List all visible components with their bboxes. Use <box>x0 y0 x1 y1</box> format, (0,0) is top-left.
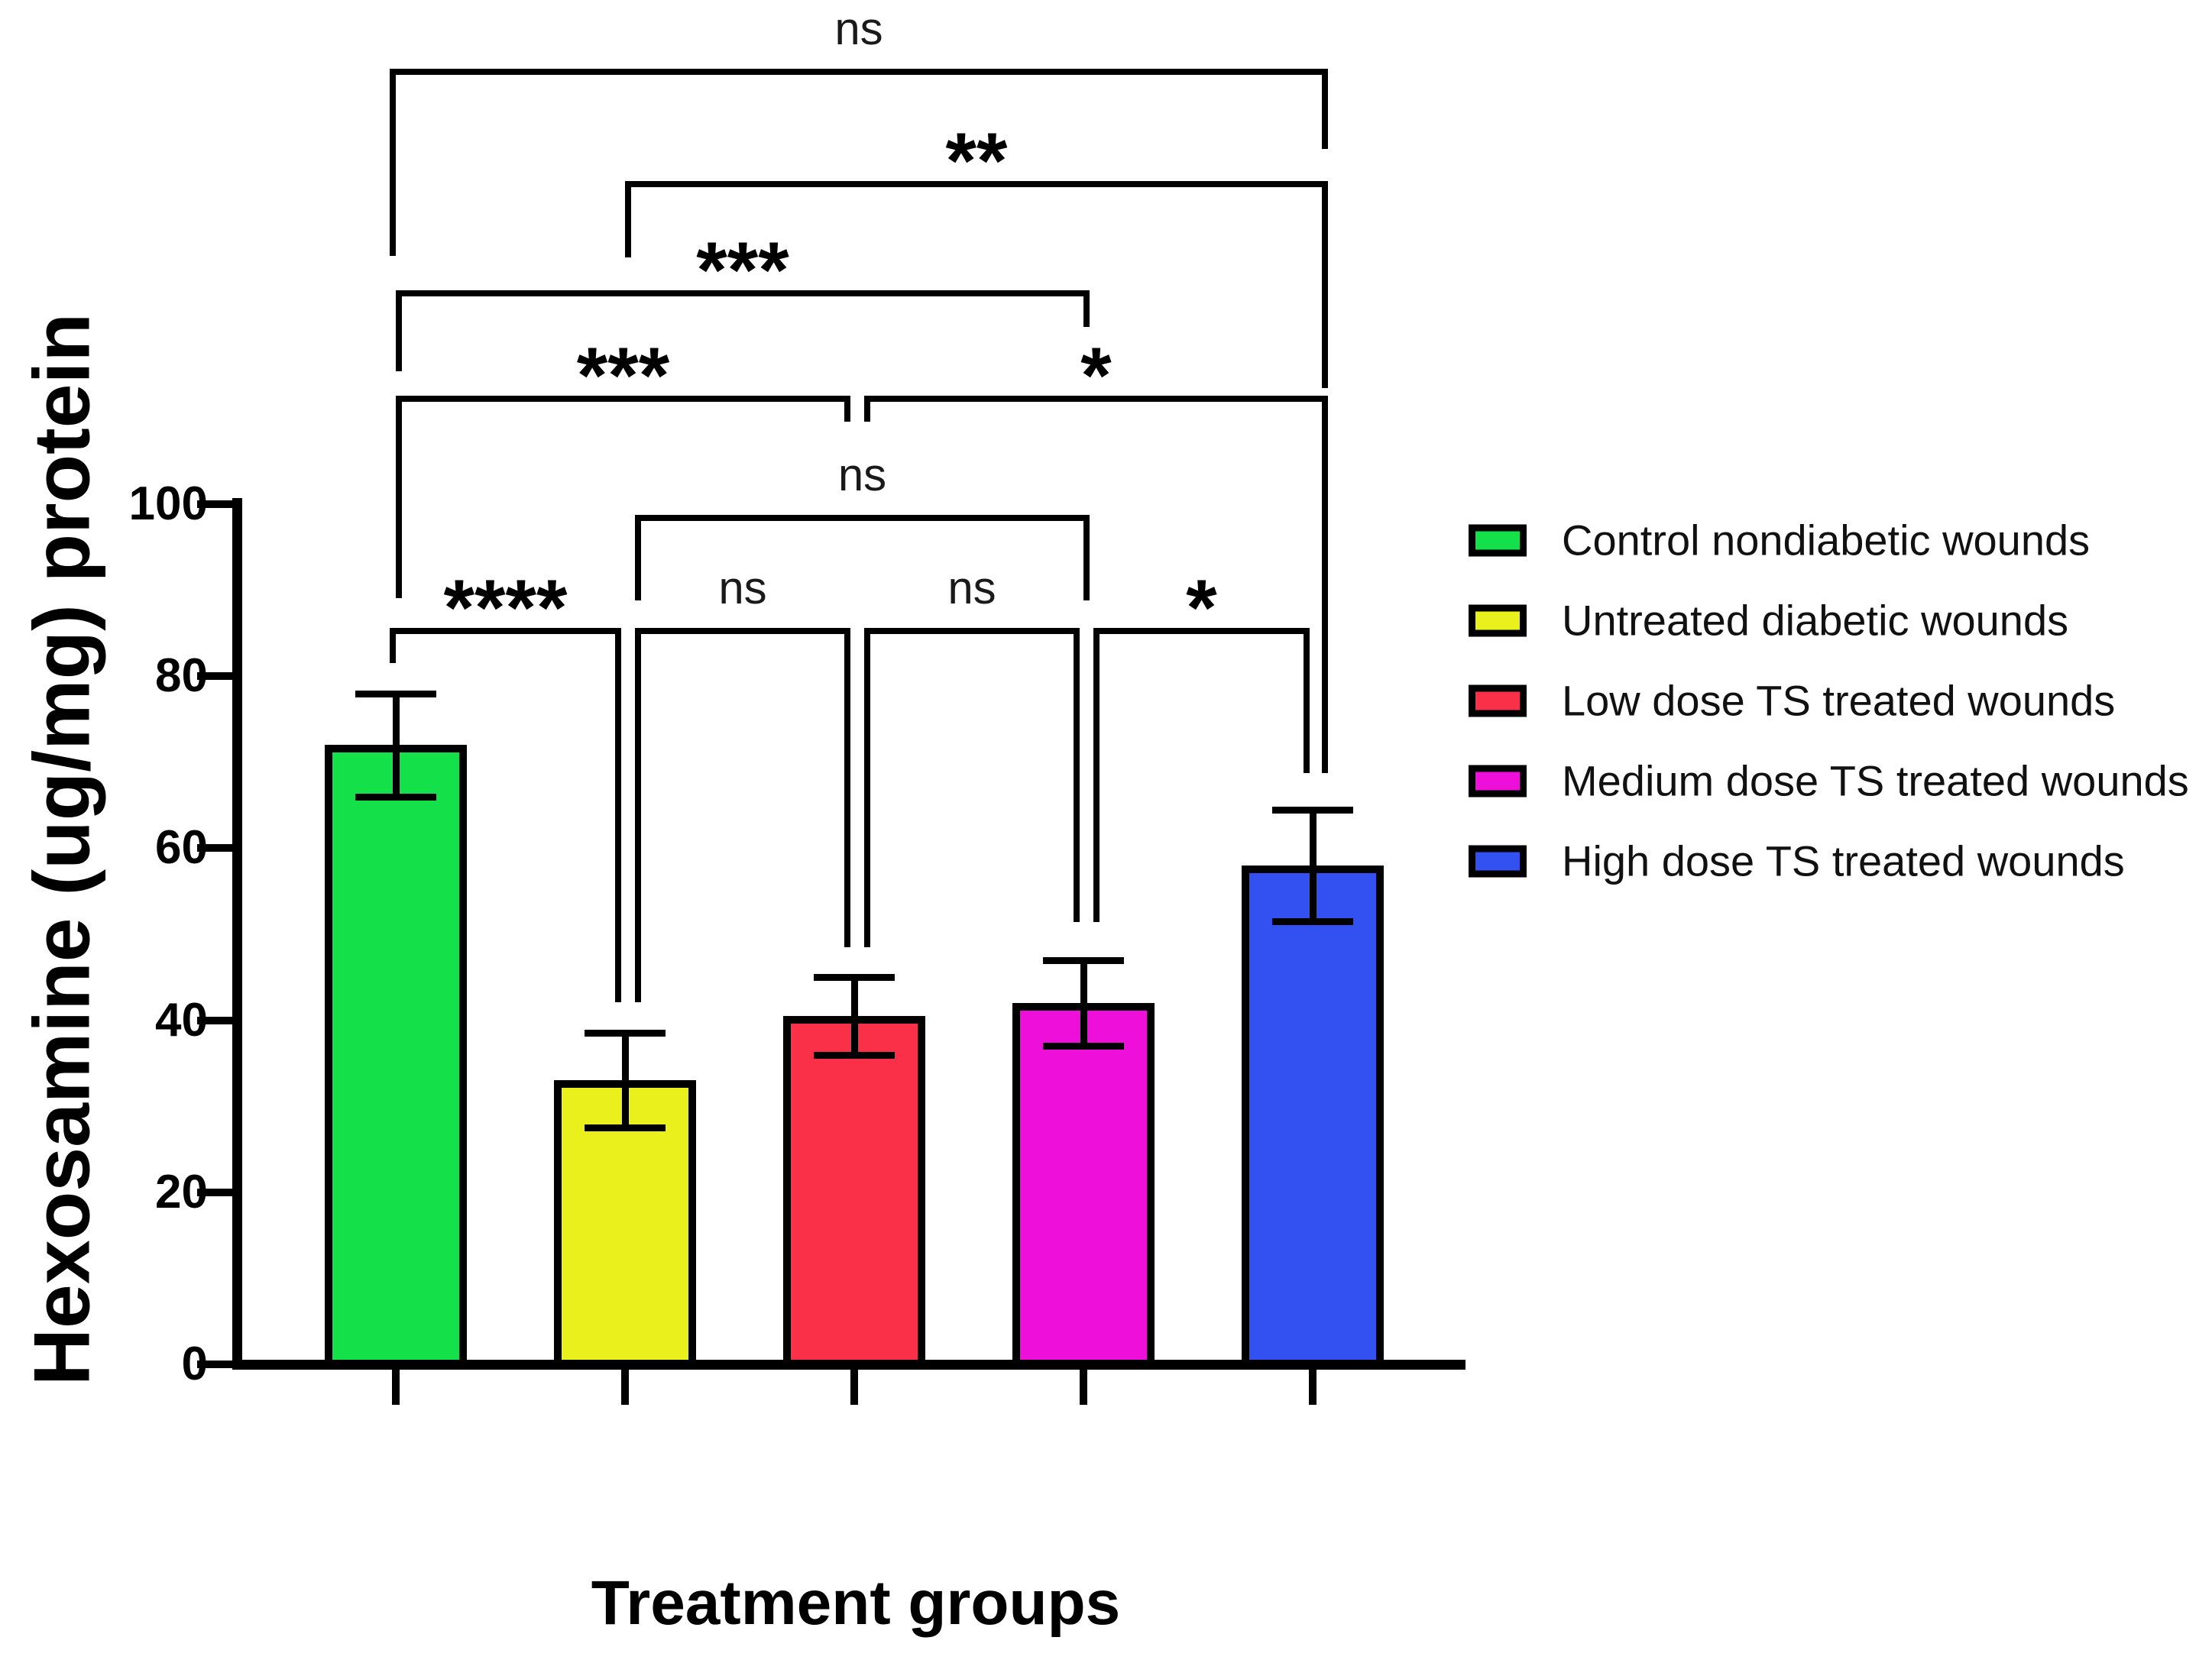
error-bar-cap-top-low-dose-ts-treated-wounds <box>814 974 895 981</box>
y-axis-title: Hexosamine (ug/mg) protein <box>18 312 107 1386</box>
sig-bracket-g1-g2-left-drop <box>390 628 396 663</box>
error-bar-line-medium-dose-ts-treated-wounds <box>1080 960 1087 1046</box>
y-tick-label-80: 80 <box>155 649 208 702</box>
y-tick-label-100: 100 <box>128 477 208 530</box>
y-axis-line <box>232 498 242 1369</box>
error-bar-cap-top-control-nondiabetic-wounds <box>355 691 436 697</box>
bar-medium-dose-ts-treated-wounds <box>1012 1003 1155 1369</box>
y-tick-label-60: 60 <box>155 821 208 874</box>
sig-bracket-g3-g4-left-drop <box>864 628 870 947</box>
sig-bracket-g1-g4-bar <box>396 290 1090 296</box>
sig-bracket-g3-g5-left-drop <box>864 396 870 422</box>
y-tick-100 <box>196 500 232 508</box>
sig-bracket-g3-g4-bar <box>864 628 1080 634</box>
legend-swatch-high-dose-ts-treated-wounds-icon <box>1469 845 1527 877</box>
legend-swatch-low-dose-ts-treated-wounds-icon <box>1469 684 1527 717</box>
sig-bracket-g3-g5-bar <box>864 396 1328 402</box>
error-bar-line-control-nondiabetic-wounds <box>392 694 400 797</box>
error-bar-cap-bottom-low-dose-ts-treated-wounds <box>814 1052 895 1059</box>
error-bar-cap-bottom-medium-dose-ts-treated-wounds <box>1043 1043 1124 1050</box>
sig-bracket-g4-g5-left-drop <box>1093 628 1100 922</box>
y-tick-40 <box>196 1017 232 1024</box>
sig-bracket-g2-g5-left-drop <box>625 181 631 257</box>
legend-swatch-medium-dose-ts-treated-wounds-icon <box>1469 765 1527 797</box>
x-tick-low-dose-ts-treated-wounds <box>850 1370 858 1405</box>
error-bar-line-low-dose-ts-treated-wounds <box>850 977 858 1055</box>
y-tick-label-0: 0 <box>181 1338 208 1390</box>
legend-swatch-control-nondiabetic-wounds-icon <box>1469 524 1527 556</box>
error-bar-cap-bottom-high-dose-ts-treated-wounds <box>1272 918 1353 925</box>
legend-label-untreated-diabetic-wounds: Untreated diabetic wounds <box>1562 596 2069 645</box>
sig-bracket-g1-g4-left-drop <box>396 290 402 371</box>
legend-label-control-nondiabetic-wounds: Control nondiabetic wounds <box>1562 516 2091 565</box>
sig-bracket-g2-g3-left-drop <box>635 628 641 1002</box>
legend-label-low-dose-ts-treated-wounds: Low dose TS treated wounds <box>1562 676 2116 725</box>
sig-bracket-g2-g3-label: ns <box>718 562 767 613</box>
error-bar-cap-top-high-dose-ts-treated-wounds <box>1272 807 1353 814</box>
legend-label-medium-dose-ts-treated-wounds: Medium dose TS treated wounds <box>1562 756 2189 805</box>
error-bar-line-untreated-diabetic-wounds <box>621 1033 629 1128</box>
sig-bracket-g1-g4-label: *** <box>696 226 789 315</box>
sig-bracket-g3-g5-right-drop <box>1322 396 1328 773</box>
x-tick-untreated-diabetic-wounds <box>621 1370 629 1405</box>
x-tick-medium-dose-ts-treated-wounds <box>1080 1370 1087 1405</box>
sig-bracket-g4-g5-right-drop <box>1304 628 1310 773</box>
error-bar-cap-bottom-untreated-diabetic-wounds <box>585 1124 666 1131</box>
y-tick-label-40: 40 <box>155 994 208 1047</box>
error-bar-cap-bottom-control-nondiabetic-wounds <box>355 794 436 801</box>
sig-bracket-g1-g2-right-drop <box>615 628 621 1002</box>
legend-item-high-dose-ts-treated-wounds: High dose TS treated wounds <box>1469 836 2125 886</box>
sig-bracket-g2-g3-right-drop <box>844 628 850 947</box>
sig-bracket-g1-g5-label: ns <box>834 3 883 54</box>
sig-bracket-g2-g4-left-drop <box>635 515 641 600</box>
sig-bracket-g1-g3-right-drop <box>844 396 850 422</box>
y-tick-20 <box>196 1189 232 1196</box>
sig-bracket-g2-g4-right-drop <box>1083 515 1090 600</box>
sig-bracket-g1-g3-bar <box>396 396 850 402</box>
sig-bracket-g1-g3-left-drop <box>396 396 402 598</box>
legend-swatch-untreated-diabetic-wounds-icon <box>1469 604 1527 636</box>
sig-bracket-g3-g5-label: * <box>1080 332 1112 420</box>
x-tick-high-dose-ts-treated-wounds <box>1309 1370 1317 1405</box>
y-tick-0 <box>196 1361 232 1368</box>
error-bar-line-high-dose-ts-treated-wounds <box>1309 810 1317 921</box>
sig-bracket-g2-g5-bar <box>625 181 1328 187</box>
sig-bracket-g1-g3-label: *** <box>576 332 670 420</box>
sig-bracket-g1-g2-bar <box>390 628 621 634</box>
x-tick-control-nondiabetic-wounds <box>392 1370 400 1405</box>
legend-item-untreated-diabetic-wounds: Untreated diabetic wounds <box>1469 596 2068 645</box>
bar-high-dose-ts-treated-wounds <box>1242 866 1384 1369</box>
sig-bracket-g2-g5-right-drop <box>1322 181 1328 388</box>
sig-bracket-g2-g3-bar <box>635 628 850 634</box>
sig-bracket-g4-g5-label: * <box>1186 564 1217 652</box>
error-bar-cap-top-untreated-diabetic-wounds <box>585 1030 666 1037</box>
sig-bracket-g1-g2-label: **** <box>443 564 568 652</box>
x-axis-title: Treatment groups <box>591 1568 1121 1638</box>
sig-bracket-g1-g4-right-drop <box>1083 290 1090 327</box>
bar-control-nondiabetic-wounds <box>325 745 467 1369</box>
y-tick-80 <box>196 672 232 680</box>
legend-item-medium-dose-ts-treated-wounds: Medium dose TS treated wounds <box>1469 756 2189 806</box>
sig-bracket-g2-g4-label: ns <box>837 449 887 500</box>
sig-bracket-g3-g4-right-drop <box>1074 628 1080 922</box>
sig-bracket-g1-g5-bar <box>390 69 1328 75</box>
legend-item-control-nondiabetic-wounds: Control nondiabetic wounds <box>1469 516 2090 565</box>
y-tick-label-20: 20 <box>155 1166 208 1218</box>
sig-bracket-g3-g4-label: ns <box>947 562 996 613</box>
bar-low-dose-ts-treated-wounds <box>783 1016 925 1369</box>
error-bar-cap-top-medium-dose-ts-treated-wounds <box>1043 957 1124 964</box>
sig-bracket-g2-g5-label: ** <box>945 117 1008 205</box>
x-axis-line <box>232 1360 1465 1370</box>
y-tick-60 <box>196 844 232 852</box>
sig-bracket-g1-g5-left-drop <box>390 69 396 256</box>
sig-bracket-g2-g4-bar <box>635 515 1090 521</box>
legend-item-low-dose-ts-treated-wounds: Low dose TS treated wounds <box>1469 676 2115 726</box>
sig-bracket-g1-g5-right-drop <box>1322 69 1328 149</box>
sig-bracket-g4-g5-bar <box>1093 628 1310 634</box>
legend-label-high-dose-ts-treated-wounds: High dose TS treated wounds <box>1562 836 2125 885</box>
